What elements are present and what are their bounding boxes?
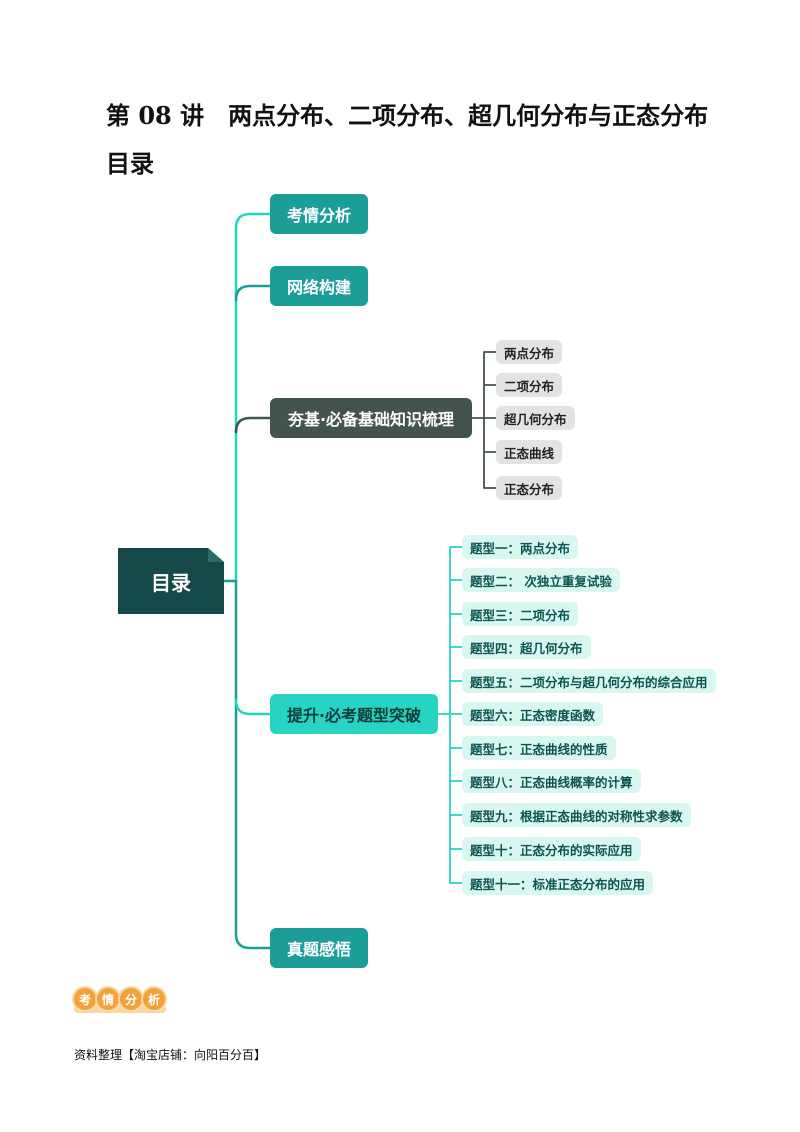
connector-types <box>234 698 272 716</box>
type-text: 次独立重复试验 <box>520 573 612 589</box>
node-exam-analysis: 考情分析 <box>270 194 368 234</box>
question-type-item: 题型四：超几何分布 <box>462 635 591 659</box>
connector-base <box>234 416 272 434</box>
node-question-types: 提升·必考题型突破 <box>270 694 438 734</box>
page-title: 第 08 讲 两点分布、二项分布、超几何分布与正态分布 <box>106 101 709 130</box>
toc-heading: 目录 <box>106 149 154 178</box>
type-text: 标准正态分布的应用 <box>532 876 646 892</box>
mindmap-root: 目录 <box>118 548 224 614</box>
knowledge-item: 正态曲线 <box>496 440 563 464</box>
knowledge-item: 二项分布 <box>496 373 563 397</box>
type-text: 正态分布的实际应用 <box>520 842 633 858</box>
type-text: 正态曲线的性质 <box>520 741 608 757</box>
type-prefix: 题型十一： <box>470 876 533 892</box>
type-prefix: 题型九： <box>470 808 521 824</box>
question-type-item: 题型十一：标准正态分布的应用 <box>462 871 654 895</box>
type-text: 超几何分布 <box>520 640 583 656</box>
question-type-item: 题型六：正态密度函数 <box>462 702 604 726</box>
question-type-item: 题型三：二项分布 <box>462 602 579 626</box>
badge-char: 考 <box>74 988 96 1010</box>
question-type-item: 题型八：正态曲线概率的计算 <box>462 769 641 793</box>
question-type-item: 题型十：正态分布的实际应用 <box>462 837 641 861</box>
badge-char: 析 <box>143 988 165 1010</box>
type-prefix: 题型六： <box>470 707 521 723</box>
section-badge: 考 情 分 析 <box>74 984 166 1014</box>
type-text: 二项分布与超几何分布的综合应用 <box>520 674 708 690</box>
footer-note: 资料整理【淘宝店铺：向阳百分百】 <box>74 1048 267 1062</box>
type-text: 二项分布 <box>520 607 571 623</box>
connector-base-children <box>471 351 497 489</box>
type-prefix: 题型八： <box>470 774 521 790</box>
node-basic-knowledge: 夯基·必备基础知识梳理 <box>270 398 472 438</box>
question-type-item: 题型九：根据正态曲线的对称性求参数 <box>462 803 691 827</box>
type-prefix: 题型五： <box>470 674 521 690</box>
badge-char: 分 <box>120 988 142 1010</box>
type-prefix: 题型三： <box>470 607 521 623</box>
type-prefix: 题型一： <box>470 540 521 556</box>
knowledge-item: 超几何分布 <box>496 406 575 430</box>
badge-char: 情 <box>97 988 119 1010</box>
question-type-item: 题型一：两点分布 <box>462 535 579 559</box>
connector-trunk-top <box>234 212 272 583</box>
type-prefix: 题型二： <box>470 573 521 589</box>
type-text: 正态密度函数 <box>520 707 596 723</box>
type-prefix: 题型七： <box>470 741 521 757</box>
node-real-exam: 真题感悟 <box>270 928 368 968</box>
connector-type-children <box>437 546 463 884</box>
type-text: 两点分布 <box>520 540 571 556</box>
knowledge-item: 两点分布 <box>496 340 563 364</box>
type-text: 根据正态曲线的对称性求参数 <box>520 808 683 824</box>
type-prefix: 题型十： <box>470 842 521 858</box>
connector-network <box>234 284 272 302</box>
question-type-item: 题型二： 次独立重复试验 <box>462 568 620 592</box>
connector-trunk-bottom <box>234 579 272 950</box>
node-network-build: 网络构建 <box>270 266 368 306</box>
knowledge-item: 正态分布 <box>496 476 563 500</box>
question-type-item: 题型五：二项分布与超几何分布的综合应用 <box>462 669 716 693</box>
type-text: 正态曲线概率的计算 <box>520 774 633 790</box>
question-type-item: 题型七：正态曲线的性质 <box>462 736 616 760</box>
type-prefix: 题型四： <box>470 640 521 656</box>
